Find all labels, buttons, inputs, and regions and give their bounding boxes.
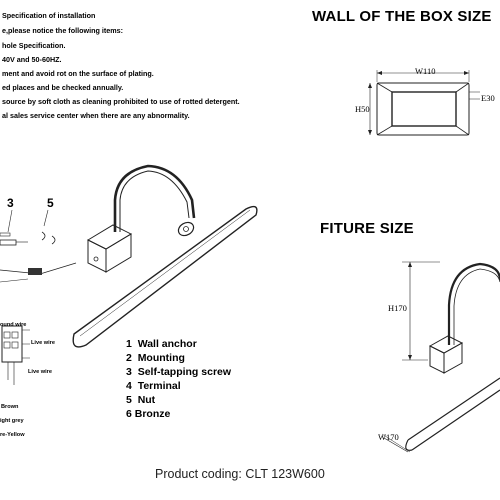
box-width-label: W110	[415, 66, 436, 76]
fixture-drawing	[72, 164, 258, 348]
part-item: 1 Wall anchor	[126, 338, 197, 350]
fixture-height-label: H170	[388, 303, 407, 313]
part-item: 3 Self-tapping screw	[126, 366, 232, 378]
callout-number: 3	[7, 196, 14, 210]
part-item: 2 Mounting	[126, 352, 185, 364]
wire-label: re-Yellow	[0, 432, 25, 438]
spec-line: source by soft cloth as cleaning prohibi…	[2, 97, 240, 106]
wire-label: Brown	[1, 404, 19, 410]
fixture-size-title: FITURE SIZE	[320, 220, 414, 237]
wire-label: Live wire	[31, 340, 55, 346]
product-coding: Product coding: CLT 123W600	[155, 467, 325, 481]
spec-line: hole Specification.	[2, 41, 66, 50]
fixture-size-drawing	[381, 261, 500, 453]
spec-line: Specification of installation	[2, 11, 96, 20]
wire-label: ight grey	[0, 418, 24, 424]
wiring-diagram	[1, 325, 30, 385]
spec-line: 40V and 50-60HZ.	[2, 55, 62, 64]
wire-label: Live wire	[28, 369, 52, 375]
wire-label: ound wire	[0, 322, 27, 328]
box-depth-label: E30	[481, 93, 495, 103]
box-height-label: H50	[355, 104, 370, 114]
exploded-drawing	[0, 209, 77, 283]
part-item: 6 Bronze	[126, 408, 171, 420]
box-drawing	[368, 70, 480, 136]
part-item: 4 Terminal	[126, 380, 181, 392]
spec-line: ment and avoid rot on the surface of pla…	[2, 69, 154, 78]
box-size-title: WALL OF THE BOX SIZE	[312, 8, 492, 25]
spec-line: e,please notice the following items:	[2, 26, 124, 35]
part-item: 5 Nut	[126, 394, 156, 406]
spec-line: al sales service center when there are a…	[2, 111, 190, 120]
spec-line: ed places and be checked annually.	[2, 83, 124, 92]
parts-list: 1 Wall anchor 2 Mounting 3 Self-tapping …	[126, 338, 231, 422]
callout-number: 5	[47, 196, 54, 210]
fixture-width-label: W170	[378, 432, 399, 442]
